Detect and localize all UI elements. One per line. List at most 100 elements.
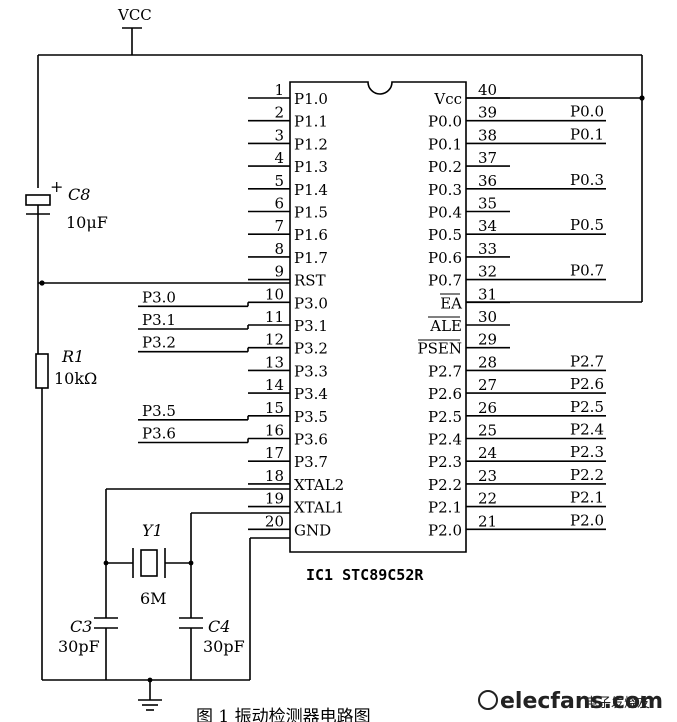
watermark-logo: elecfans.com 电子发烧友 <box>478 689 663 714</box>
pin-number: 10 <box>265 285 284 303</box>
ground-bus <box>42 537 290 711</box>
pin-number: 37 <box>478 149 497 167</box>
net-label: P3.2 <box>142 334 176 352</box>
pin-number: 3 <box>274 126 284 144</box>
pin-number: 21 <box>478 512 497 530</box>
c3-value: 30pF <box>58 637 100 656</box>
pin-label: P1.7 <box>294 249 328 267</box>
net-label: P2.3 <box>570 443 604 461</box>
pin-number: 30 <box>478 308 497 326</box>
pin-number: 9 <box>274 263 284 281</box>
pin-number: 5 <box>274 172 284 190</box>
crystal-network: Y1 6M <box>103 488 290 618</box>
pin-label: P0.7 <box>428 272 462 290</box>
r1-ref: R1 <box>61 347 84 366</box>
pin-number: 31 <box>478 285 497 303</box>
pin-number: 29 <box>478 331 497 349</box>
net-label: P2.4 <box>570 421 604 439</box>
capacitor-c3: C3 30pF <box>58 617 118 680</box>
pin-label: P1.4 <box>294 181 328 199</box>
pin-label: P3.6 <box>294 431 328 449</box>
pin-label: RST <box>294 272 326 290</box>
pin-number: 8 <box>274 240 284 258</box>
pin-label: P0.2 <box>428 158 462 176</box>
pin-label: P3.5 <box>294 408 328 426</box>
pin-label: P2.7 <box>428 362 462 380</box>
pin-label: ALE <box>429 317 462 335</box>
pin-number: 28 <box>478 353 497 371</box>
pin-number: 1 <box>274 81 284 99</box>
pin-label: P3.0 <box>294 294 328 312</box>
pin-number: 35 <box>478 195 497 213</box>
pin-number: 16 <box>265 422 284 440</box>
pin-label: Vcc <box>433 90 462 108</box>
pin-number: 18 <box>265 467 284 485</box>
net-label: P0.7 <box>570 262 604 280</box>
net-label: P3.5 <box>142 402 176 420</box>
pin-label: P2.3 <box>428 453 462 471</box>
c3-ref: C3 <box>70 617 92 636</box>
pin-label: P1.5 <box>294 204 328 222</box>
pin-label: P1.1 <box>294 113 328 131</box>
net-label: P0.3 <box>570 171 604 189</box>
c8-value: 10μF <box>66 213 108 232</box>
pin-number: 20 <box>265 512 284 530</box>
pin-label: PSEN <box>418 340 462 358</box>
net-label: P3.1 <box>142 311 176 329</box>
pin-label: P0.6 <box>428 249 462 267</box>
net-label: P2.5 <box>570 398 604 416</box>
pin-number: 34 <box>478 217 497 235</box>
junction-dot <box>147 677 153 683</box>
pin-label: P3.4 <box>294 385 328 403</box>
pin-label: XTAL2 <box>294 476 344 494</box>
vcc-label: VCC <box>117 6 152 24</box>
pin-number: 13 <box>265 353 284 371</box>
pin-number: 19 <box>265 490 284 508</box>
pin-label: P1.6 <box>294 226 328 244</box>
pin-label: P0.0 <box>428 113 462 131</box>
pin-label: P2.1 <box>428 499 462 517</box>
y1-value: 6M <box>140 589 167 608</box>
pin-label: P0.1 <box>428 135 462 153</box>
net-label: P2.1 <box>570 489 604 507</box>
ic-body: IC1 STC89C52R <box>289 81 467 584</box>
net-label: P2.2 <box>570 466 604 484</box>
pin-label: P2.5 <box>428 408 462 426</box>
pin-number: 17 <box>265 444 284 462</box>
vcc-rail <box>37 54 645 302</box>
pin-number: 40 <box>478 81 497 99</box>
pin-label: GND <box>294 521 331 539</box>
pin-number: 36 <box>478 172 497 190</box>
pin-label: XTAL1 <box>294 499 344 517</box>
watermark-brand: elecfans.com <box>500 689 663 714</box>
c8-ref: C8 <box>68 185 90 204</box>
net-label: P2.0 <box>570 511 604 529</box>
pin-label: P0.5 <box>428 226 462 244</box>
pin-number: 39 <box>478 104 497 122</box>
